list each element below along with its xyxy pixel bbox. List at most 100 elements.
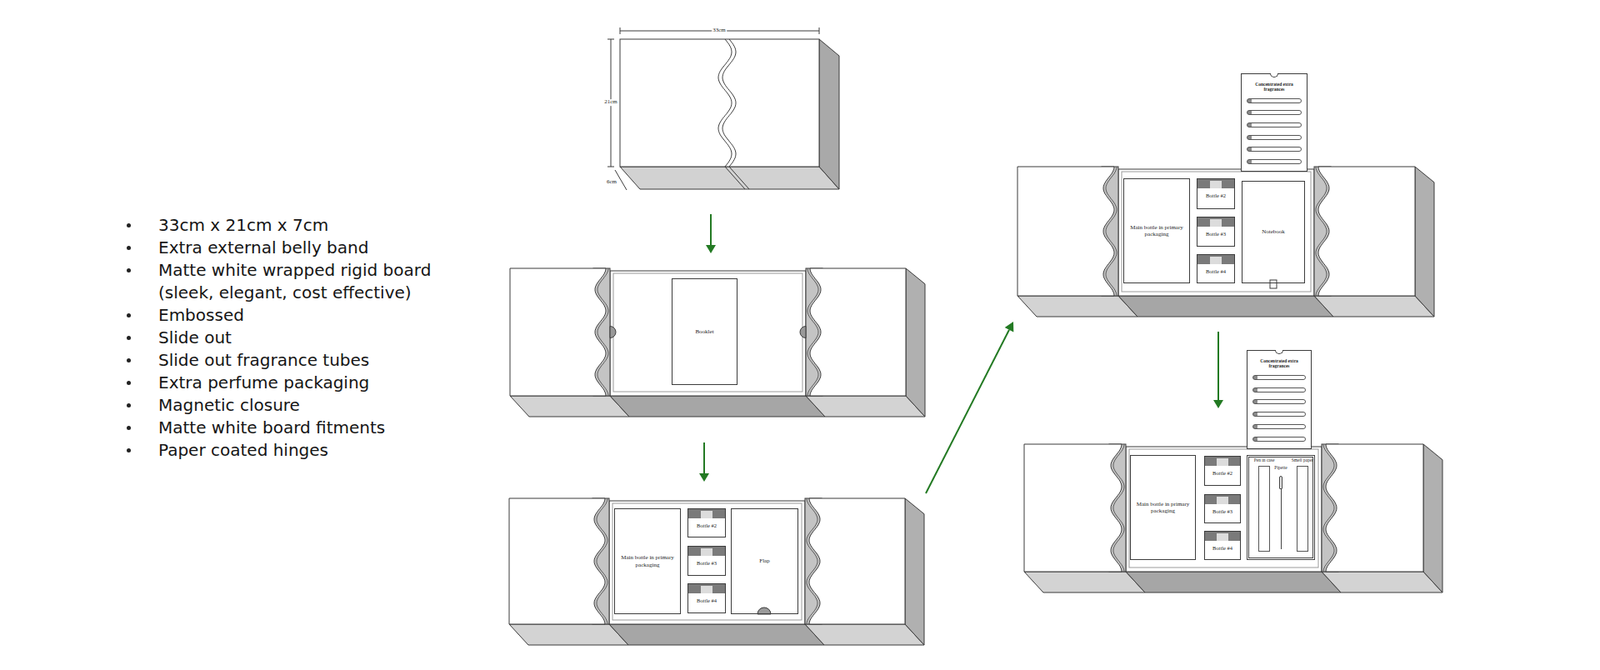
flap-inner-wall	[805, 498, 822, 625]
flap-inner-wall	[1314, 166, 1331, 296]
flap-bottom-face	[1024, 571, 1145, 593]
tray-bottom-face	[1125, 571, 1341, 593]
flap-bottom-face	[805, 624, 925, 645]
flow-arrow	[925, 330, 1010, 494]
node-label: Pen in case	[1252, 457, 1276, 463]
dot	[126, 403, 131, 408]
tray-inner-edge	[1129, 449, 1319, 568]
cap	[688, 546, 725, 556]
arrow-head	[1213, 400, 1224, 409]
feature-row: Extra perfume packaging	[126, 371, 492, 395]
feature-row: Matte white board fitments	[126, 416, 492, 440]
feature-row: Embossed	[126, 304, 492, 327]
left-flap	[510, 268, 606, 396]
node-label: Main bottle in primary packaging	[1134, 500, 1192, 515]
belly-band-wave	[718, 39, 732, 167]
tube	[1246, 146, 1302, 152]
box-bottom-face	[620, 166, 840, 190]
box-side-face	[819, 39, 840, 190]
tube	[1252, 399, 1306, 405]
feature-note: Extra perfume packaging	[158, 371, 492, 395]
tube	[1252, 436, 1306, 442]
arrow-head	[699, 473, 710, 482]
tube	[1246, 98, 1302, 104]
neck	[700, 585, 713, 594]
feature-row: Paper coated hinges	[126, 439, 492, 462]
pip-stem	[1280, 489, 1282, 550]
flap-wave-edge	[596, 498, 608, 625]
dimension-label: 6cm	[605, 179, 618, 186]
flap-inner-wall	[1109, 444, 1126, 572]
neck	[1216, 533, 1228, 541]
tubes	[1244, 92, 1305, 168]
neck	[700, 510, 713, 519]
dot	[126, 268, 131, 273]
flap-wave-edge	[597, 268, 609, 396]
accessory-slot: Smell paper	[1290, 457, 1315, 555]
dimension-tick	[607, 39, 615, 40]
tube-panel: Concentrated extra fragrances	[1240, 73, 1308, 172]
feature-note: Matte white wrapped rigid board (sleek, …	[158, 259, 492, 305]
box-front-face	[620, 39, 820, 167]
magnet-notch	[800, 326, 806, 339]
cap	[1205, 456, 1240, 466]
flap-bottom-face	[1321, 571, 1443, 593]
feature-note: Slide out	[158, 326, 492, 350]
dot	[126, 448, 131, 453]
left-flap	[1017, 166, 1115, 296]
feature-note: Paper coated hinges	[158, 439, 492, 462]
tube	[1246, 122, 1302, 128]
feature-row: Slide out	[126, 326, 492, 350]
content-box: Main bottle in primary packaging	[1123, 178, 1190, 284]
right-flap	[809, 498, 905, 625]
left-flap	[509, 498, 605, 625]
flap-side-face	[1415, 166, 1435, 317]
belly-band-wave	[722, 39, 736, 167]
right-flap	[1318, 166, 1415, 296]
feature-note: Magnetic closure	[158, 394, 492, 417]
belly-band-edge	[725, 166, 745, 190]
tray-inner-edge	[612, 503, 802, 620]
right-flap	[1325, 444, 1424, 572]
bottle-box: Bottle #3	[687, 545, 726, 576]
notch	[1270, 73, 1279, 78]
flap-bottom-face	[509, 624, 629, 645]
cap	[1197, 179, 1235, 189]
tube	[1252, 375, 1306, 380]
content-box: Flap	[730, 508, 799, 615]
accessory-slot: Pen in case	[1252, 457, 1276, 555]
dimension-tick	[620, 27, 621, 35]
node-label: Bottle #2	[1205, 470, 1240, 477]
flap-bottom-face	[805, 395, 925, 417]
tubes	[1250, 369, 1309, 445]
flap-side-face	[1423, 444, 1443, 593]
node-label: Notebook	[1261, 228, 1285, 235]
tray-inner-edge	[1121, 171, 1311, 292]
flap-wave-edge	[1315, 166, 1327, 296]
bottle-box: Bottle #2	[1196, 178, 1235, 210]
tray	[609, 500, 805, 625]
tray	[1125, 446, 1322, 572]
bottle-box: Bottle #2	[1204, 455, 1241, 486]
flap-inner-wall	[1101, 166, 1119, 296]
feature-note: Extra external belly band	[158, 236, 492, 260]
cap	[1205, 531, 1240, 541]
cap	[688, 584, 725, 594]
neck	[1216, 496, 1228, 505]
node-label: Concentrated extra fragrances	[1244, 81, 1305, 93]
feature-note: 33cm x 21cm x 7cm	[158, 214, 492, 237]
node-label: Bottle #2	[688, 522, 725, 530]
neck	[1216, 458, 1228, 466]
feature-note: Embossed	[158, 304, 492, 327]
right-flap	[810, 268, 906, 396]
tray-bottom-face	[609, 624, 825, 645]
feature-list: 33cm x 21cm x 7cmExtra external belly ba…	[126, 214, 492, 462]
pip-bulb	[1279, 475, 1283, 490]
node-label: Bottle #2	[1197, 192, 1235, 200]
cap	[1205, 495, 1240, 505]
belly-band-edge	[729, 166, 750, 190]
flap-wave-edge	[807, 268, 819, 396]
content-box: Notebook	[1241, 180, 1305, 284]
cap	[688, 509, 725, 519]
